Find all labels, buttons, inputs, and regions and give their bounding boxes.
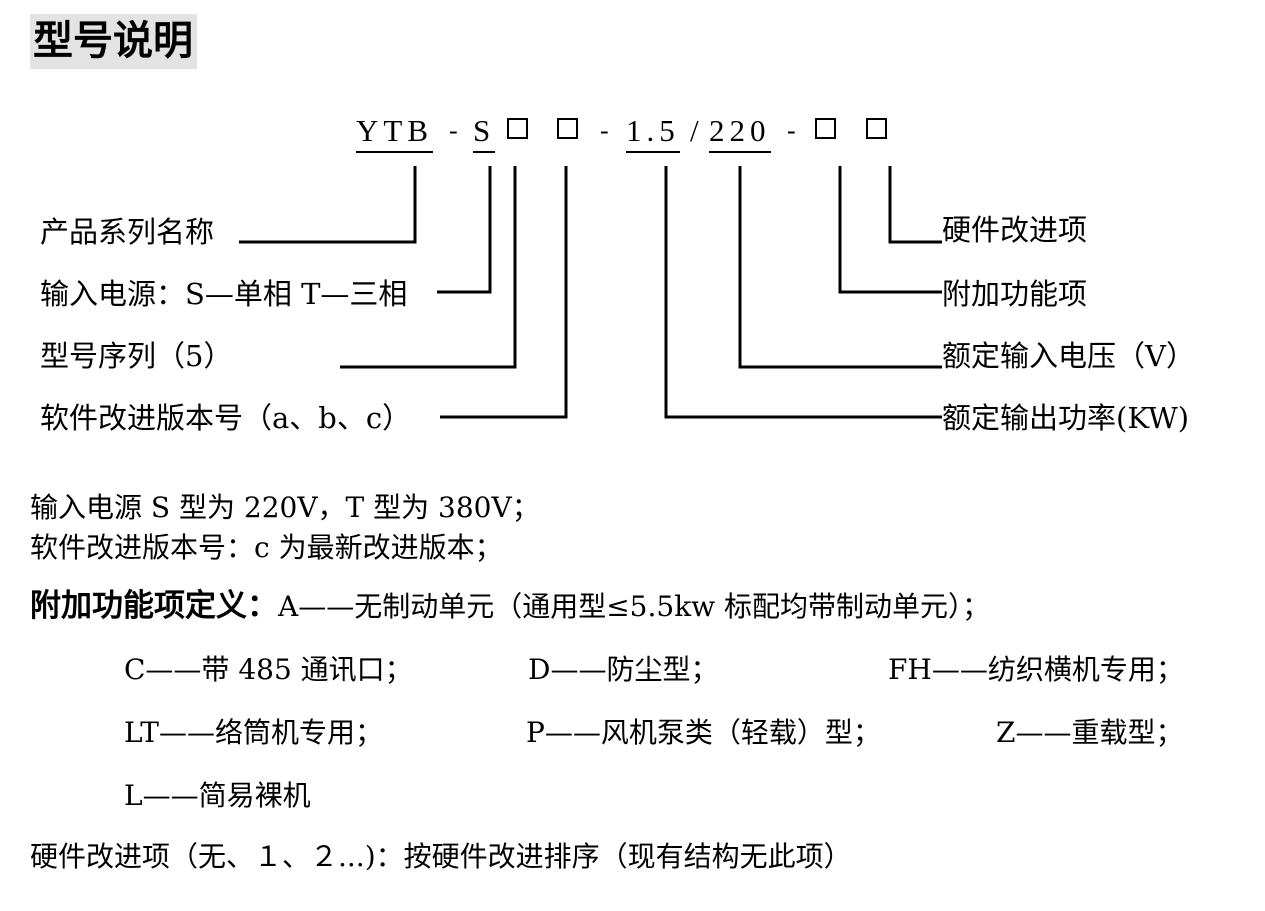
- model-separator: -: [449, 116, 463, 145]
- label-rated-power: 额定输出功率(KW): [942, 401, 1190, 435]
- model-phase-code: S: [473, 111, 496, 153]
- connector-power: [664, 166, 942, 419]
- connector-software: [440, 166, 568, 419]
- connector-sequence: [340, 166, 517, 369]
- model-separator: -: [787, 116, 801, 145]
- label-series-name: 产品系列名称: [40, 215, 215, 249]
- connector-voltage: [738, 166, 942, 369]
- function-definition-item: P——风机泵类（轻载）型；: [526, 716, 881, 749]
- function-definition-item: D——防尘型；: [528, 653, 719, 686]
- connector-series: [239, 166, 417, 244]
- label-rated-voltage: 额定输入电压（V）: [942, 339, 1195, 373]
- label-hardware-improvement: 硬件改进项: [942, 213, 1088, 247]
- function-definition-a: A——无制动单元（通用型≤5.5kw 标配均带制动单元）；: [278, 590, 991, 623]
- note-software-version: 软件改进版本号：c 为最新改进版本；: [30, 531, 503, 564]
- function-definition-item: FH——纺织横机专用；: [888, 653, 1184, 686]
- connector-phase: [437, 166, 492, 294]
- function-definition-item: C——带 485 通讯口；: [124, 653, 413, 686]
- software-version-box: [557, 118, 578, 139]
- hardware-improvement-box: [866, 118, 887, 139]
- label-model-sequence: 型号序列（5）: [40, 339, 233, 373]
- function-definition-item: Z——重载型；: [996, 716, 1184, 749]
- function-definition-item: LT——络筒机专用；: [124, 716, 383, 749]
- connector-function: [838, 166, 942, 294]
- model-sequence-box: [507, 118, 528, 139]
- note-power-voltage: 输入电源 S 型为 220V，T 型为 380V；: [30, 491, 540, 524]
- additional-function-box: [815, 118, 836, 139]
- model-power-code: 1.5: [626, 111, 680, 153]
- label-power-input: 输入电源：S—单相 T—三相: [40, 277, 408, 311]
- model-series-code: YTB: [356, 111, 433, 153]
- model-separator: -: [600, 116, 614, 145]
- page-title: 型号说明: [30, 14, 197, 69]
- function-definition-item: L——简易裸机: [124, 779, 311, 812]
- model-voltage-code: 220: [709, 111, 771, 153]
- model-slash: /: [690, 113, 704, 148]
- connector-hardware: [888, 166, 942, 244]
- label-additional-function: 附加功能项: [942, 277, 1088, 311]
- label-software-version: 软件改进版本号（a、b、c）: [40, 401, 412, 435]
- hardware-improvement-note: 硬件改进项（无、１、２...)：按硬件改进排序（现有结构无此项）: [30, 840, 852, 873]
- function-definitions-line: 附加功能项定义：A——无制动单元（通用型≤5.5kw 标配均带制动单元）；: [30, 586, 990, 631]
- function-definitions-heading: 附加功能项定义：: [30, 588, 278, 624]
